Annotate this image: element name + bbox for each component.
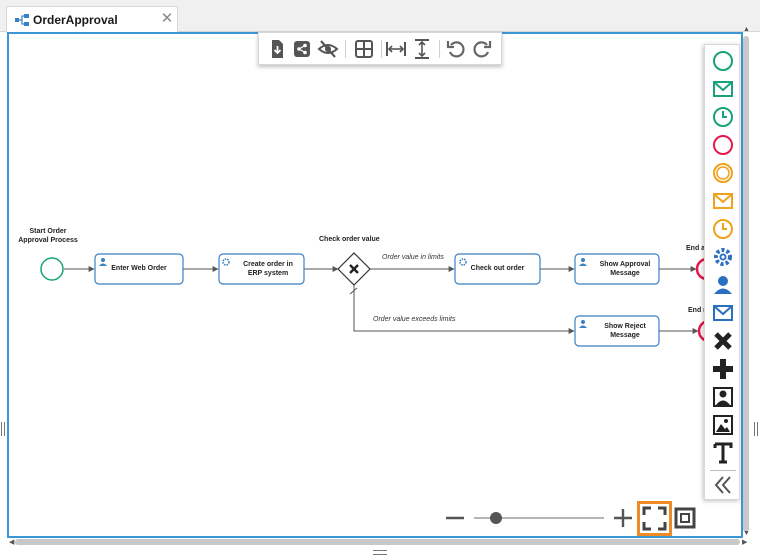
start-event[interactable] [40, 257, 64, 281]
tab-bar: OrderApproval ✕ [0, 0, 760, 33]
redo-icon[interactable] [471, 38, 493, 60]
tab-orderapproval[interactable]: OrderApproval ✕ [6, 6, 178, 33]
palette-divider [710, 470, 736, 471]
fit-height-icon[interactable] [411, 38, 433, 60]
flow-gateway-to-reject[interactable] [353, 285, 575, 334]
end-event-icon[interactable] [711, 133, 735, 157]
create-order-label: Create order in ERP system [243, 261, 293, 277]
task-show-reject[interactable] [574, 315, 660, 347]
bottom-resize-handle[interactable] [373, 550, 387, 555]
tab-title: OrderApproval [33, 13, 118, 27]
start-event-icon[interactable] [711, 49, 735, 73]
fullscreen-icon [642, 506, 667, 531]
toolbar-divider [439, 40, 440, 58]
timer-start-icon[interactable] [711, 105, 735, 129]
actual-size-icon[interactable] [674, 507, 696, 529]
exclusive-gateway[interactable] [337, 252, 371, 286]
text-icon[interactable] [711, 441, 735, 465]
process-icon [15, 14, 29, 26]
scroll-down-arrow[interactable]: ▼ [743, 530, 750, 537]
zoom-slider-handle[interactable] [490, 512, 502, 524]
scroll-right-arrow[interactable]: ▶ [742, 539, 748, 546]
message-start-icon[interactable] [711, 77, 735, 101]
grid-icon[interactable] [353, 38, 375, 60]
user-task-icon[interactable] [711, 273, 735, 297]
service-task-icon[interactable] [711, 245, 735, 269]
toolbar-divider [345, 40, 346, 58]
image-icon[interactable] [711, 413, 735, 437]
intermediate-timer-icon[interactable] [711, 217, 735, 241]
zoom-in-button[interactable] [612, 508, 634, 528]
end-approved-label: End ap [686, 245, 710, 252]
show-approval-label: Show Approval Message [599, 261, 651, 277]
close-icon[interactable]: ✕ [160, 10, 174, 27]
undo-icon[interactable] [445, 38, 467, 60]
right-resize-handle[interactable] [754, 422, 758, 436]
task-show-approval[interactable] [574, 253, 660, 285]
element-palette [704, 44, 740, 500]
gateway-label: Check order value [319, 236, 380, 243]
task-check-out-order[interactable] [454, 253, 541, 285]
start-event-label: Start Order Approval Process [18, 228, 78, 244]
user-image-icon[interactable] [711, 385, 735, 409]
check-out-order-label: Check out order [470, 265, 525, 272]
task-create-order[interactable] [218, 253, 305, 285]
send-task-icon[interactable] [711, 301, 735, 325]
enter-web-order-label: Enter Web Order [111, 265, 167, 272]
fit-width-icon[interactable] [385, 38, 407, 60]
diagram-canvas[interactable]: Start Order Approval Process Check order… [7, 32, 743, 538]
exclusive-gateway-icon[interactable] [711, 329, 735, 353]
toolbar-divider [381, 40, 382, 58]
intermediate-message-icon[interactable] [711, 189, 735, 213]
end-rejected-label: End re [688, 307, 710, 314]
vertical-scrollbar[interactable] [743, 36, 749, 532]
scroll-left-arrow[interactable]: ◀ [9, 539, 15, 546]
default-flow-marker [349, 287, 358, 295]
hide-icon[interactable] [317, 38, 339, 60]
download-icon[interactable] [266, 38, 288, 60]
process-diagram [40, 252, 721, 347]
horizontal-scrollbar[interactable] [15, 539, 740, 545]
collapse-icon[interactable] [711, 473, 735, 497]
sequence-flows [64, 266, 699, 334]
zoom-out-button[interactable] [444, 508, 466, 528]
within-limits-label: Order value in limits [382, 254, 444, 261]
show-reject-label: Show Reject Message [604, 323, 646, 339]
share-icon[interactable] [291, 38, 313, 60]
fit-to-screen-button[interactable] [637, 501, 672, 536]
diagram-toolbar [258, 32, 502, 65]
exceeds-limits-label: Order value exceeds limits [373, 316, 456, 323]
zoom-slider-track[interactable] [474, 517, 604, 519]
parallel-gateway-icon[interactable] [711, 357, 735, 381]
task-enter-web-order[interactable] [94, 253, 184, 285]
scroll-up-arrow[interactable]: ▲ [743, 26, 750, 33]
left-resize-handle[interactable] [1, 422, 5, 436]
intermediate-event-icon[interactable] [711, 161, 735, 185]
